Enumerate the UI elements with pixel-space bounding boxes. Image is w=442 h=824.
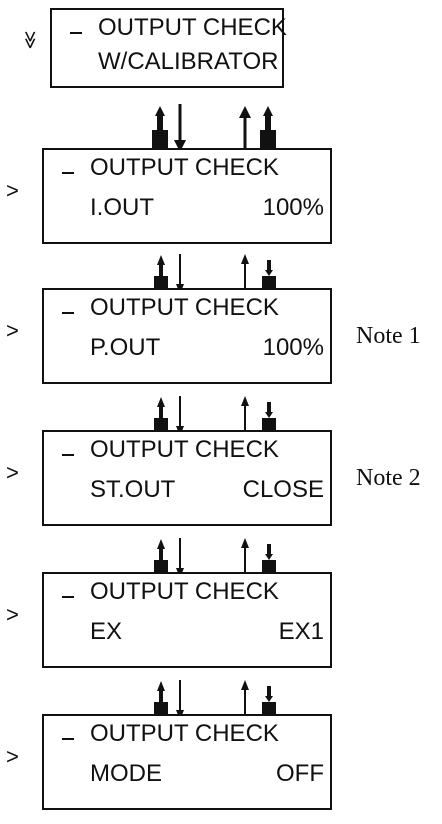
lcd-line1: OUTPUT CHECK [90,154,279,181]
prompt-chevron-icon: > [6,602,19,627]
key-block-icon [152,130,168,150]
lcd-display-i-out: OUTPUT CHECK I.OUT 100% [42,148,332,244]
lcd-line1: OUTPUT CHECK [90,436,279,463]
up-arrow-head-icon [241,254,249,264]
prompt-chevron-icon: > [6,744,19,769]
key-stem-icon [159,406,163,418]
lcd-line2: W/CALIBRATOR [98,48,279,76]
prompt-chevron-icon: > [6,318,19,343]
down-arrow-head-icon [265,696,273,702]
up-arrow-head-icon [157,681,165,691]
note-2-label: Note 2 [356,465,421,491]
cursor-dash-icon [62,312,74,314]
lcd-label: EX [90,618,123,645]
lcd-label: ST.OUT [90,476,176,503]
up-arrow-head-icon [241,538,249,548]
down-arrow-head-icon [265,554,273,560]
step-st-out: > OUTPUT CHECK ST.OUT CLOSE Note 2 [0,430,442,526]
lcd-line2: EX EX1 [90,618,324,646]
lcd-display-mode: OUTPUT CHECK MODE OFF [42,714,332,810]
up-arrow-head-icon [157,255,165,265]
up-arrow-head-icon [155,106,165,116]
cursor-dash-icon [62,596,74,598]
lcd-line1: OUTPUT CHECK [90,720,279,747]
cursor-dash-icon [62,454,74,456]
key-stem-icon [159,264,163,276]
step-mode: > OUTPUT CHECK MODE OFF [0,714,442,810]
key-stem-icon [267,544,271,556]
up-arrow-head-icon [241,680,249,690]
note-1-label: Note 1 [356,323,421,349]
double-chevron-icon: ≫ [20,30,41,48]
step-w-calibrator: ≫ OUTPUT CHECK W/CALIBRATOR [0,0,442,96]
lcd-label: MODE [90,760,162,787]
prompt-chevron-icon: > [6,460,19,485]
lcd-display-ex: OUTPUT CHECK EX EX1 [42,572,332,668]
down-arrow-head-icon [265,412,273,418]
step-p-out: > OUTPUT CHECK P.OUT 100% Note 1 [0,288,442,384]
up-arrow-head-icon [157,397,165,407]
up-arrow-head-icon [157,539,165,549]
key-stem-icon [159,548,163,560]
lcd-label: P.OUT [90,334,161,361]
up-arrow-head-icon [241,396,249,406]
lcd-value: EX1 [278,618,324,645]
lcd-display-p-out: OUTPUT CHECK P.OUT 100% [42,288,332,384]
lcd-line2: MODE OFF [90,760,324,788]
lcd-display-st-out: OUTPUT CHECK ST.OUT CLOSE [42,430,332,526]
key-block-icon [260,130,276,150]
arrow-pair-1 [145,102,285,158]
lcd-line1: OUTPUT CHECK [90,578,279,605]
up-arrow-head-icon [239,106,251,118]
lcd-line2: ST.OUT CLOSE [90,476,324,504]
step-i-out: > OUTPUT CHECK I.OUT 100% [0,148,442,244]
navigation-arrows-icon [152,104,276,154]
cursor-dash-icon [62,172,74,174]
lcd-label: W/CALIBRATOR [98,48,279,75]
cursor-dash-icon [70,32,82,34]
lcd-label: I.OUT [90,194,154,221]
lcd-value: 100% [262,334,324,361]
key-stem-icon [267,686,271,698]
lcd-line1: OUTPUT CHECK [98,14,287,41]
key-stem-icon [267,260,271,272]
down-arrow-head-icon [265,270,273,276]
lcd-value: 100% [262,194,324,221]
lcd-line1: OUTPUT CHECK [90,294,279,321]
lcd-value: OFF [276,760,324,787]
key-stem-icon [157,116,163,130]
key-stem-icon [159,690,163,702]
cursor-dash-icon [62,738,74,740]
prompt-chevron-icon: > [6,178,19,203]
down-arrow-head-icon [174,140,186,152]
key-stem-icon [267,402,271,414]
lcd-value: CLOSE [242,476,324,503]
key-stem-icon [265,116,271,130]
up-arrow-head-icon [263,106,273,116]
lcd-line2: I.OUT 100% [90,194,324,222]
lcd-line2: P.OUT 100% [90,334,324,362]
lcd-display-w-calibrator: OUTPUT CHECK W/CALIBRATOR [50,8,287,88]
step-ex: > OUTPUT CHECK EX EX1 [0,572,442,668]
